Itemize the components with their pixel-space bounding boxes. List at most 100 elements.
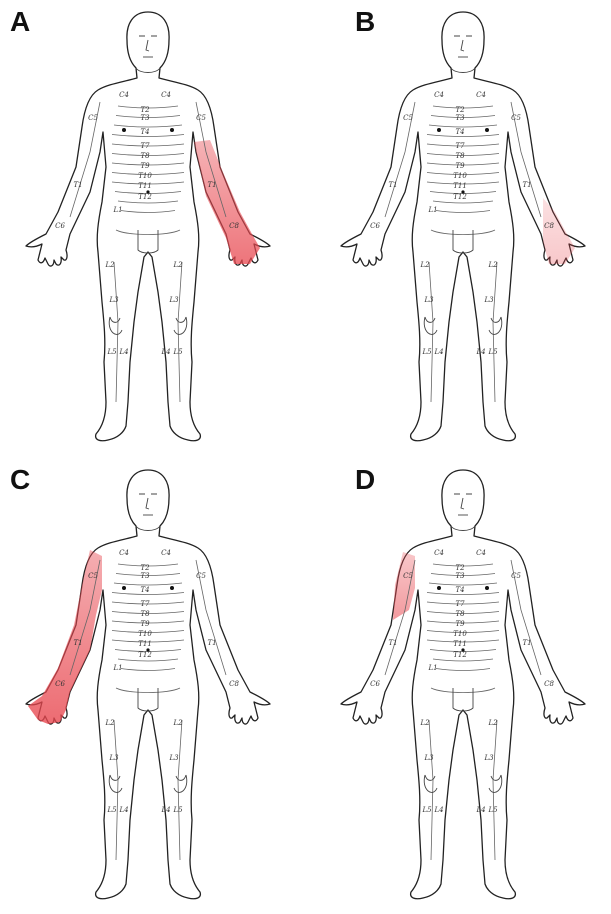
panel-label: B (355, 6, 375, 38)
dermatome-label-l5: L5 (172, 348, 183, 356)
dermatome-label-c5: C5 (403, 572, 413, 580)
dermatome-label-l3: L3 (108, 296, 119, 304)
dermatome-label-c5: C5 (511, 572, 521, 580)
dermatome-label-l3: L3 (423, 754, 434, 762)
dermatome-label-t4: T4 (455, 128, 464, 136)
dermatome-label-t11: T11 (453, 182, 467, 190)
dermatome-label-t10: T10 (138, 630, 152, 638)
dermatome-label-l1: L1 (112, 664, 122, 672)
dermatome-label-t1: T1 (207, 639, 216, 647)
nipple (170, 586, 174, 590)
dermatome-label-t1: T1 (522, 639, 531, 647)
dermatome-label-t1: T1 (73, 639, 82, 647)
dermatome-label-t4: T4 (455, 586, 464, 594)
dermatome-label-l4: L4 (475, 348, 485, 356)
dermatome-label-t12: T12 (138, 651, 152, 659)
panel-label: C (10, 464, 30, 496)
dermatome-label-l1: L1 (427, 206, 437, 214)
dermatome-label-c6: C6 (370, 222, 380, 230)
dermatome-label-t1: T1 (388, 639, 397, 647)
dermatome-label-t2: T2 (140, 564, 150, 572)
panel-d: C4C4T2T3T4T7T8T9T10T11T12L1L2L2L3L3L5L4L… (305, 458, 605, 910)
dermatome-label-c4: C4 (434, 91, 444, 99)
dermatome-label-t8: T8 (140, 152, 150, 160)
dermatome-label-c6: C6 (55, 222, 65, 230)
body-diagram: C4C4T2T3T4T7T8T9T10T11T12L1L2L2L3L3L5L4L… (0, 0, 300, 452)
dermatome-label-t3: T3 (140, 572, 150, 580)
dermatome-label-l2: L2 (172, 719, 183, 727)
dermatome-label-l4: L4 (118, 348, 128, 356)
dermatome-label-l4: L4 (118, 806, 128, 814)
dermatome-label-l5: L5 (172, 806, 183, 814)
dermatome-label-t11: T11 (138, 640, 152, 648)
dermatome-label-l1: L1 (427, 664, 437, 672)
dermatome-label-c5: C5 (511, 114, 521, 122)
dermatome-label-l4: L4 (433, 806, 443, 814)
nipple (485, 586, 489, 590)
dermatome-label-c4: C4 (161, 549, 171, 557)
dermatome-label-c8: C8 (544, 222, 554, 230)
dermatome-label-t7: T7 (455, 142, 465, 150)
dermatome-label-l3: L3 (423, 296, 434, 304)
dermatome-label-t9: T9 (455, 162, 465, 170)
dermatome-label-t2: T2 (140, 106, 150, 114)
dermatome-label-c4: C4 (476, 91, 486, 99)
dermatome-label-t9: T9 (140, 620, 150, 628)
dermatome-label-t10: T10 (453, 630, 467, 638)
dermatome-highlight (194, 140, 260, 264)
dermatome-label-t12: T12 (453, 193, 467, 201)
panel-label: D (355, 464, 375, 496)
panel-a: C4C4T2T3T4T7T8T9T10T11T12L1L2L2L3L3L5L4L… (0, 0, 300, 452)
dermatome-label-t3: T3 (455, 572, 465, 580)
dermatome-label-t7: T7 (455, 600, 465, 608)
dermatome-label-t7: T7 (140, 600, 150, 608)
dermatome-label-l5: L5 (421, 348, 432, 356)
dermatome-label-t1: T1 (388, 181, 397, 189)
dermatome-label-t8: T8 (140, 610, 150, 618)
body-figure: C4C4T2T3T4T7T8T9T10T11T12L1L2L2L3L3L5L4L… (341, 12, 585, 441)
dermatome-label-t1: T1 (73, 181, 82, 189)
dermatome-label-t11: T11 (138, 182, 152, 190)
dermatome-label-t1: T1 (207, 181, 216, 189)
dermatome-label-t2: T2 (455, 106, 465, 114)
dermatome-label-l4: L4 (160, 348, 170, 356)
dermatome-label-l2: L2 (419, 719, 430, 727)
dermatome-label-t7: T7 (140, 142, 150, 150)
dermatome-label-c4: C4 (476, 549, 486, 557)
dermatome-label-t3: T3 (455, 114, 465, 122)
dermatome-label-t1: T1 (522, 181, 531, 189)
dermatome-label-t3: T3 (140, 114, 150, 122)
dermatome-label-l2: L2 (419, 261, 430, 269)
nipple (122, 128, 126, 132)
dermatome-label-l3: L3 (168, 754, 179, 762)
dermatome-label-c8: C8 (544, 680, 554, 688)
nipple (485, 128, 489, 132)
dermatome-label-c4: C4 (119, 549, 129, 557)
dermatome-label-t11: T11 (453, 640, 467, 648)
dermatome-label-l2: L2 (104, 261, 115, 269)
dermatome-label-c6: C6 (370, 680, 380, 688)
dermatome-label-t10: T10 (138, 172, 152, 180)
dermatome-label-t9: T9 (455, 620, 465, 628)
dermatome-label-c8: C8 (229, 680, 239, 688)
dermatome-label-t12: T12 (453, 651, 467, 659)
dermatome-label-l5: L5 (106, 806, 117, 814)
dermatome-label-l5: L5 (487, 348, 498, 356)
nipple (437, 128, 441, 132)
dermatome-label-l5: L5 (421, 806, 432, 814)
dermatome-label-t10: T10 (453, 172, 467, 180)
dermatome-label-c5: C5 (403, 114, 413, 122)
dermatome-label-t12: T12 (138, 193, 152, 201)
dermatome-label-c5: C5 (196, 114, 206, 122)
dermatome-label-l3: L3 (483, 296, 494, 304)
dermatome-label-l4: L4 (475, 806, 485, 814)
dermatome-label-c6: C6 (55, 680, 65, 688)
dermatome-label-l5: L5 (487, 806, 498, 814)
dermatome-label-l3: L3 (108, 754, 119, 762)
dermatome-label-l4: L4 (433, 348, 443, 356)
